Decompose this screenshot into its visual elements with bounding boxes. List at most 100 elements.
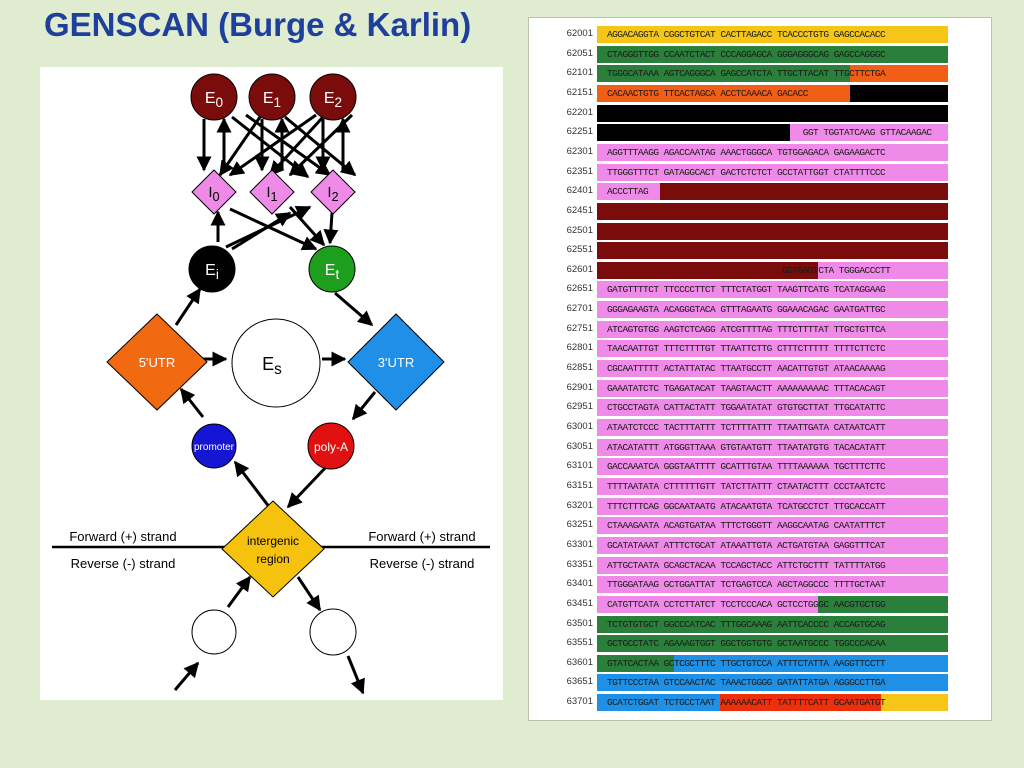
annotation-segment	[849, 65, 948, 83]
sequence-track	[597, 222, 948, 240]
intron-state-i1	[249, 169, 295, 215]
utr3-label: 3'UTR	[378, 355, 414, 370]
annotation-segment	[597, 261, 819, 279]
annotation-segment	[597, 45, 948, 63]
sequence-text: GCTGCCTATC AGAAAGTGGT GGCTGGTGTG GCTAATG…	[607, 638, 886, 650]
sequence-row: 63701 GCATCTGGAT TCTGCCTAAT AAAAAACATT TA…	[529, 694, 993, 712]
annotation-segment	[597, 536, 948, 554]
sequence-track: CTGCCTAGTA CATTACTATT TGGAATATAT GTGTGCT…	[597, 399, 948, 417]
sequence-track: ACCCTTAG	[597, 183, 948, 201]
sequence-track	[597, 202, 948, 220]
sequence-row: 62551	[529, 242, 993, 260]
annotation-segment	[597, 301, 948, 319]
sequence-track: CGCAATTTTT ACTATTATAC TTAATGCCTT AACATTG…	[597, 360, 948, 378]
sequence-text: GGTGAGTCTA TGGGACCCTT	[607, 264, 891, 276]
sequence-row: 62451	[529, 202, 993, 220]
intergenic-state	[221, 500, 325, 598]
sequence-position: 63551	[566, 637, 593, 649]
promoter-state	[191, 423, 237, 469]
sequence-position: 62101	[566, 67, 593, 79]
sequence-text: GACCAAATCA GGGTAATTTT GCATTTGTAA TTTTAAA…	[607, 461, 886, 473]
sequence-text: ATAATCTCCC TACTTTATTT TCTTTTATTT TTAATTG…	[607, 422, 886, 433]
sequence-row: 62501	[529, 222, 993, 240]
utr5-label: 5'UTR	[139, 355, 175, 370]
intron-label-i2: I2	[327, 184, 338, 204]
transition-arrows	[52, 113, 490, 695]
sequence-text: GTATCACTAA GCTCGCTTTC TTGCTGTCCA ATTTCTA…	[607, 657, 886, 669]
sequence-text: CACAACTGTG TTCACTAGCA ACCTCAAACA GACACC	[607, 87, 808, 99]
initial-exon-label: Ei	[205, 262, 219, 282]
sequence-track: GGTGAGTCTA TGGGACCCTT	[597, 261, 948, 279]
exon-state-e2	[309, 73, 357, 121]
sequence-track: TAACAATTGT TTTCTTTTGT TTAATTCTTG CTTTCTT…	[597, 340, 948, 358]
intergenic-to-promoter-arrow	[233, 460, 275, 513]
sequence-text: ATTGCTAATA GCAGCTACAA TCCAGCTACC ATTCTGC…	[607, 559, 886, 571]
strand-reverse-left: Reverse (-) strand	[71, 556, 176, 571]
sequence-text: CGCAATTTTT ACTATTATAC TTAATGCCTT AACATTG…	[607, 363, 886, 375]
cross-arrow	[245, 113, 332, 177]
sequence-text: ACCCTTAG	[607, 186, 649, 198]
cross-arrow	[288, 113, 354, 177]
sequence-text: TTTCTTTCAG GGCAATAATG ATACAATGTA TCATGCC…	[607, 500, 886, 512]
annotation-segment	[597, 163, 948, 181]
intron-state-i2	[310, 169, 356, 215]
utr5-state	[106, 313, 208, 411]
sequence-track: GCATCTGGAT TCTGCCTAAT AAAAAACATT TATTTTC…	[597, 694, 948, 712]
strand-reverse-right: Reverse (-) strand	[370, 556, 475, 571]
sequence-position: 63701	[566, 696, 593, 708]
sequence-track: AGGTTTAAGG AGACCAATAG AAACTGGGCA TGTGGAG…	[597, 143, 948, 161]
annotation-segment	[597, 202, 948, 220]
sequence-position: 62851	[566, 362, 593, 374]
sequence-position: 63001	[566, 421, 593, 432]
annotation-segment	[597, 419, 948, 436]
sequence-text: AGGACAGGTA CGGCTGTCAT CACTTAGACC TCACCCT…	[607, 29, 886, 40]
sequence-text: GATGTTTTCT TTCCCCTTCT TTTCTATGGT TAAGTTC…	[607, 284, 886, 296]
annotation-segment	[597, 399, 948, 417]
annotation-segment	[597, 556, 948, 574]
sequence-text: GAAATATCTC TGAGATACAT TAAGTAACTT AAAAAAA…	[607, 382, 886, 394]
reverse-arrow	[346, 655, 365, 695]
intergenic-label-line1: intergenic	[247, 534, 299, 548]
utr5-to-initial-arrow	[174, 287, 202, 326]
sequence-position: 62801	[566, 342, 593, 354]
exon-state-e0	[190, 73, 238, 121]
sequence-text: GGT TGGTATCAAG GTTACAAGAC	[607, 127, 932, 139]
annotation-segment	[597, 576, 948, 594]
sequence-text: CTAAAGAATA ACAGTGATAA TTTCTGGGTT AAGGCAA…	[607, 520, 886, 532]
annotation-segment	[818, 261, 948, 279]
annotation-segment	[597, 84, 850, 102]
polya-label: poly-A	[314, 440, 348, 454]
sequence-position: 63151	[566, 479, 593, 491]
intron0-to-terminal-arrow	[229, 207, 318, 251]
sequence-position: 62051	[566, 47, 593, 59]
sequence-position: 62901	[566, 381, 593, 393]
sequence-text: TTGGGATAAG GCTGGATTAT TCTGAGTCCA AGCTAGG…	[607, 579, 886, 591]
sequence-position: 62751	[566, 322, 593, 334]
annotation-segment	[597, 124, 791, 142]
sequence-position: 62551	[566, 244, 593, 256]
reverse-strand-state	[309, 608, 357, 656]
sequence-text: CATGTTCATA CCTCTTATCT TCCTCCCACA GCTCCTG…	[607, 598, 886, 610]
sequence-text: CTGCCTAGTA CATTACTATT TGGAATATAT GTGTGCT…	[607, 402, 886, 414]
sequence-text: TTTTAATATA CTTTTTTGTT TATCTTATTT CTAATAC…	[607, 480, 886, 492]
intron2-to-terminal-arrow	[323, 212, 339, 245]
annotation-segment	[597, 143, 948, 161]
annotation-segment	[660, 183, 948, 201]
sequence-track: TTGGGTTTCT GATAGGCACT GACTCTCTCT GCCTATT…	[597, 163, 948, 181]
sequence-track: TTGGGATAAG GCTGGATTAT TCTGAGTCCA AGCTAGG…	[597, 576, 948, 594]
sequence-position: 63501	[566, 617, 593, 629]
annotation-segment	[597, 104, 948, 122]
